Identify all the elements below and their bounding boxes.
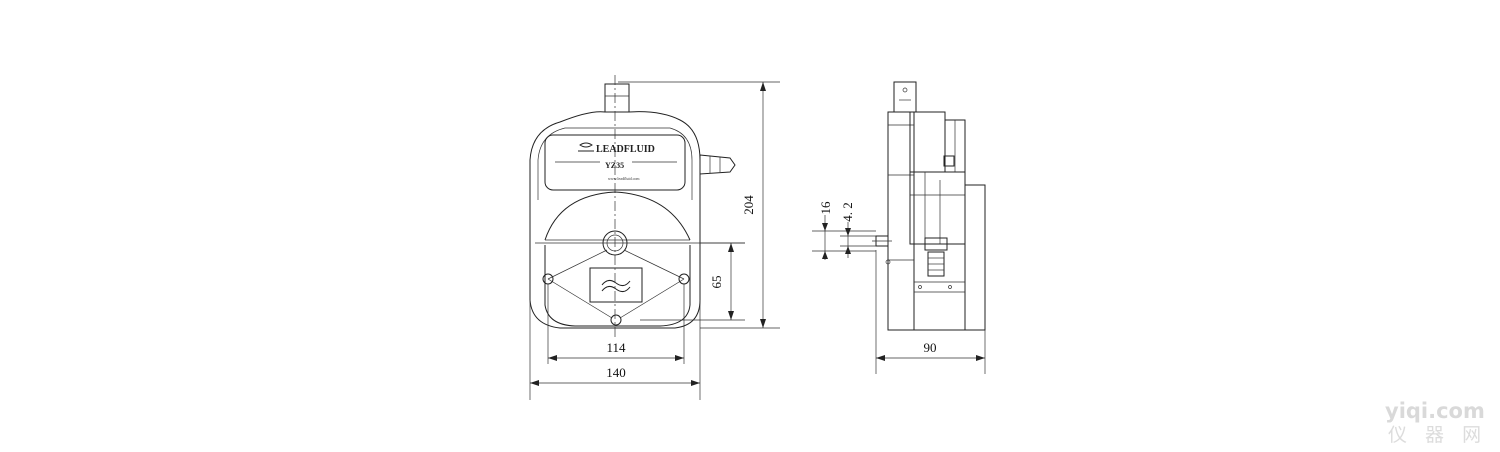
- brand-logo-icon: [578, 142, 594, 152]
- dim-4-2-label: 4. 2: [840, 202, 855, 222]
- side-main-column: [887, 111, 915, 331]
- dim-140-label: 140: [606, 365, 626, 380]
- logo-wave-icon: [601, 279, 631, 293]
- side-top-knob: [893, 81, 917, 113]
- dim-65-label: 65: [709, 276, 724, 289]
- watermark-cjk: 仪 器 网: [1388, 424, 1487, 446]
- front-dimensions: 204 65 114 140: [529, 81, 780, 400]
- tube-arch: [544, 191, 691, 241]
- upper-housing: [529, 111, 701, 205]
- watermark: yiqi.com 仪 器 网: [1385, 399, 1487, 446]
- front-view: LEADFLUID YZ35 www.leadfluid.com: [529, 75, 745, 338]
- website-label: www.leadfluid.com: [608, 176, 640, 181]
- dim-204-label: 204: [741, 195, 756, 215]
- side-motor-body: [913, 243, 966, 331]
- model-label: YZ35: [605, 161, 624, 170]
- dim-90-label: 90: [924, 340, 937, 355]
- side-head-upper: [909, 111, 946, 173]
- brand-label: LEADFLUID: [596, 144, 655, 155]
- side-head-middle: [909, 171, 966, 245]
- side-view: [872, 81, 986, 331]
- side-lever: [699, 154, 736, 175]
- dim-16-label: 16: [818, 201, 833, 215]
- side-dimensions: 16 4. 2 90: [812, 201, 986, 374]
- side-motor-face: [964, 184, 986, 331]
- pump-body: [529, 205, 701, 329]
- side-coupling: [924, 237, 948, 251]
- lower-plate: [544, 245, 691, 327]
- top-knob: [604, 83, 630, 113]
- watermark-latin: yiqi.com: [1385, 399, 1485, 423]
- mount-hole-bottom: [610, 314, 622, 326]
- dim-114-label: 114: [606, 340, 626, 355]
- center-logo-box: [589, 267, 643, 303]
